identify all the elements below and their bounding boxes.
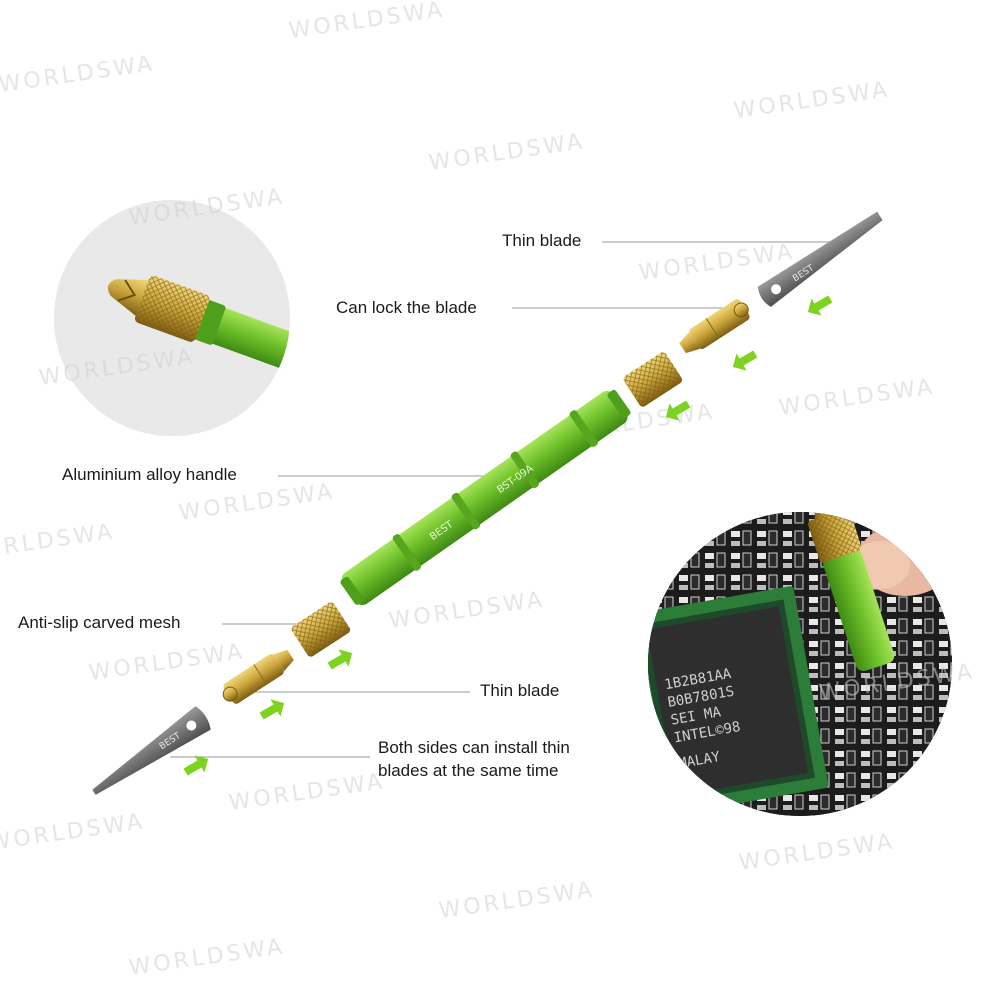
arrow-icon — [807, 295, 833, 316]
top-knurled-nut — [623, 352, 683, 407]
watermark-text: WORLDSWA — [737, 829, 896, 876]
chip-text-5: MALAY — [677, 749, 722, 772]
watermark-text: WORLDSWA — [227, 769, 386, 816]
arrow-icon — [732, 350, 758, 371]
watermark-text: WORLDSWA — [287, 0, 446, 44]
arrow-icon — [665, 400, 691, 421]
callout-both-sides: Both sides can install thin blades at th… — [378, 737, 570, 783]
assembly-arrows — [183, 295, 833, 776]
watermark-text: WORLDSWA — [0, 519, 116, 566]
bottom-blade: BEST — [92, 706, 211, 795]
callout-mesh: Anti-slip carved mesh — [18, 613, 181, 632]
callout-thin-blade-bottom: Thin blade — [480, 681, 560, 700]
watermark-text: WORLDSWA — [0, 51, 156, 98]
arrow-icon — [327, 649, 353, 670]
callout-handle: Aluminium alloy handle — [62, 465, 237, 484]
watermark-text: WORLDSWA — [427, 129, 586, 176]
leader-lines — [170, 241, 838, 758]
watermark-text: WORLDSWA — [0, 809, 146, 856]
watermark-text: WORLDSWA — [127, 934, 286, 981]
tip-detail-circle — [54, 200, 290, 436]
callout-both-sides-line1: Both sides can install thin — [378, 738, 570, 757]
watermark-text: WORLDSWA — [732, 77, 891, 124]
aluminium-handle: BST-09A BEST — [340, 389, 631, 606]
watermark-text: WORLDSWA — [437, 877, 596, 924]
pcb-usage-circle: 1B2B81AA B0B7801S SEI MA INTEL©98 MALAY — [648, 512, 952, 816]
watermark-text: WORLDSWA — [777, 374, 936, 421]
bottom-knurled-nut — [291, 602, 351, 657]
arrow-icon — [183, 755, 209, 776]
bottom-collet — [222, 649, 294, 704]
callout-lock-blade: Can lock the blade — [336, 298, 477, 317]
callout-thin-blade-top: Thin blade — [502, 231, 582, 250]
watermark-text: WORLDSWA — [87, 639, 246, 686]
arrow-icon — [259, 699, 285, 720]
watermark-text: WORLDSWA — [387, 587, 546, 634]
top-collet — [679, 299, 750, 354]
callout-both-sides-line2: blades at the same time — [378, 760, 559, 780]
